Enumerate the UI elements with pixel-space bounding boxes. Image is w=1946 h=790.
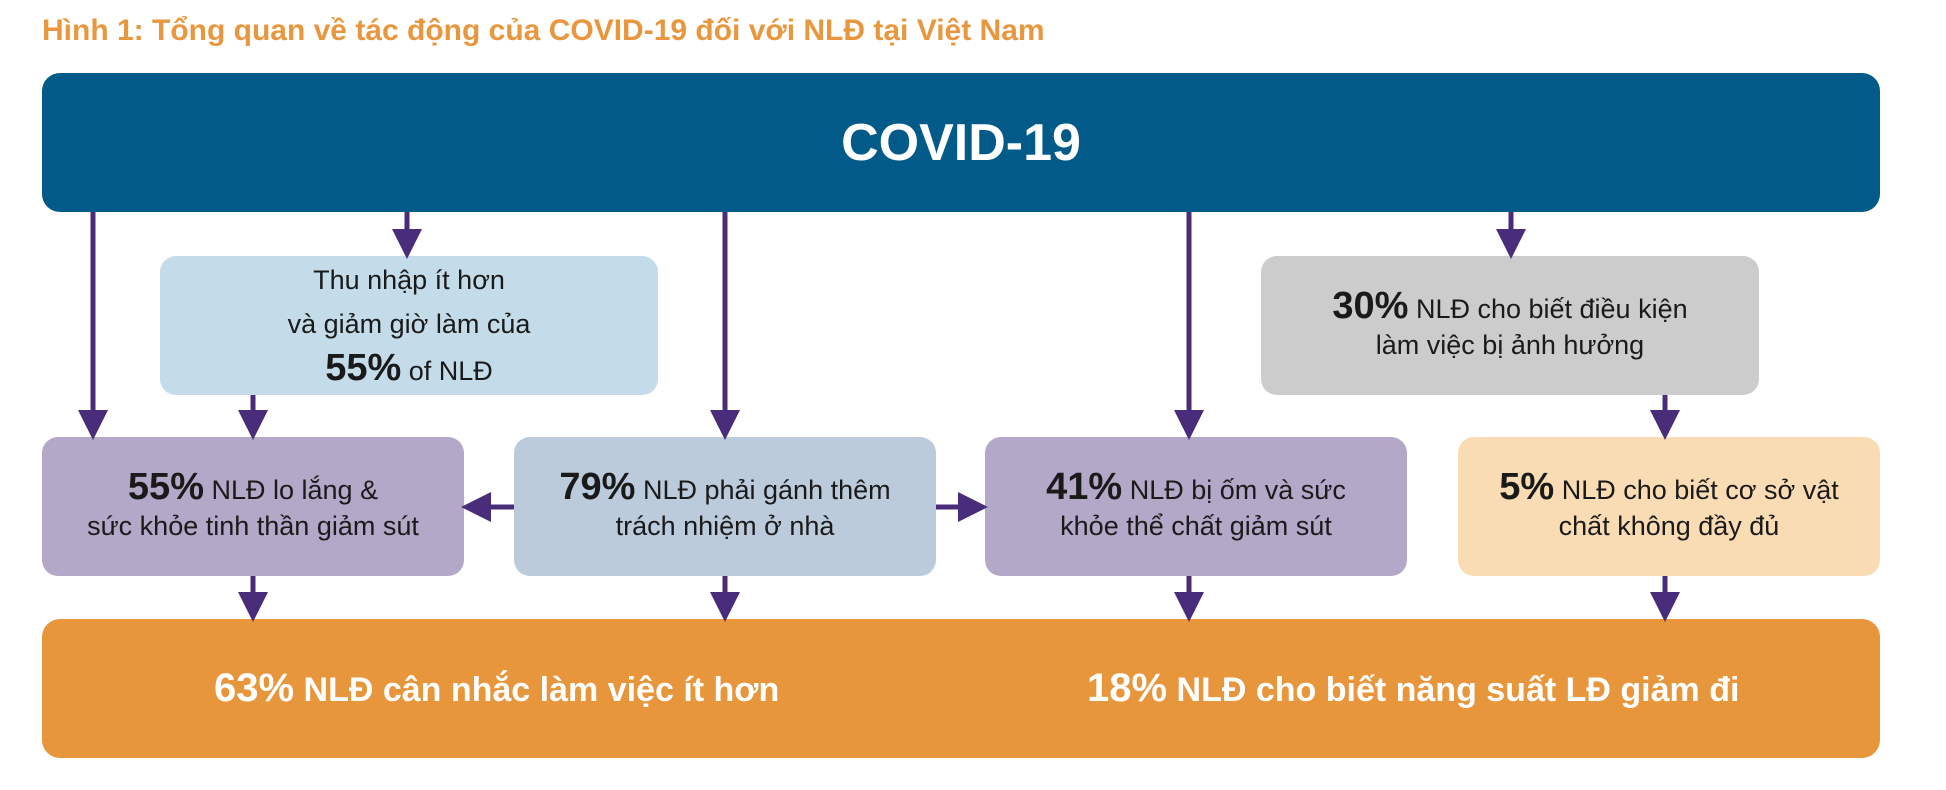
conditions-line1: 30% NLĐ cho biết điều kiện — [1332, 285, 1688, 327]
anxiety-line2: sức khỏe tinh thần giảm sút — [87, 511, 419, 541]
outcome-left-pct: 63% — [214, 665, 295, 710]
income-line1: Thu nhập ít hơn — [313, 265, 505, 295]
facilities-pct: 5% — [1499, 466, 1555, 508]
income-line2: và giảm giờ làm của — [287, 309, 531, 339]
illness-box: 41% NLĐ bị ốm và sức khỏe thể chất giảm … — [985, 437, 1407, 576]
conditions-box: 30% NLĐ cho biết điều kiện làm việc bị ả… — [1261, 256, 1759, 395]
outcome-right-text: NLĐ cho biết năng suất LĐ giảm đi — [1167, 670, 1740, 709]
income-box: Thu nhập ít hơn và giảm giờ làm của 55% … — [160, 256, 658, 395]
covid-label: COVID-19 — [841, 113, 1081, 172]
anxiety-line1: 55% NLĐ lo lắng & — [127, 466, 379, 508]
illness-pct: 41% — [1046, 466, 1123, 508]
outcome-right: 18% NLĐ cho biết năng suất LĐ giảm đi — [1087, 668, 1740, 709]
income-pct: 55% — [325, 347, 402, 389]
illness-text1: NLĐ bị ốm và sức — [1122, 475, 1346, 505]
home-text1: NLĐ phải gánh thêm — [635, 475, 891, 505]
anxiety-box: 55% NLĐ lo lắng & sức khỏe tinh thần giả… — [42, 437, 464, 576]
anxiety-text1: NLĐ lo lắng & — [203, 475, 379, 505]
outcome-box: 63% NLĐ cân nhắc làm việc ít hơn 18% NLĐ… — [42, 619, 1880, 758]
facilities-text1: NLĐ cho biết cơ sở vật — [1554, 475, 1839, 505]
figure-title: Hình 1: Tổng quan về tác động của COVID-… — [42, 14, 1045, 47]
facilities-line2: chất không đầy đủ — [1558, 511, 1780, 541]
outcome-right-pct: 18% — [1087, 665, 1168, 710]
conditions-text1: NLĐ cho biết điều kiện — [1408, 294, 1688, 324]
facilities-box: 5% NLĐ cho biết cơ sở vật chất không đầy… — [1458, 437, 1880, 576]
home-pct: 79% — [559, 466, 636, 508]
income-line3: 55% of NLĐ — [325, 346, 493, 393]
anxiety-pct: 55% — [127, 466, 204, 508]
home-line1: 79% NLĐ phải gánh thêm — [559, 466, 891, 508]
home-box: 79% NLĐ phải gánh thêm trách nhiệm ở nhà — [514, 437, 936, 576]
illness-line2: khỏe thể chất giảm sút — [1060, 511, 1332, 541]
conditions-pct: 30% — [1332, 285, 1409, 327]
home-line2: trách nhiệm ở nhà — [615, 511, 835, 541]
outcome-left: 63% NLĐ cân nhắc làm việc ít hơn — [214, 668, 780, 709]
outcome-left-text: NLĐ cân nhắc làm việc ít hơn — [294, 670, 780, 709]
conditions-line2: làm việc bị ảnh hưởng — [1375, 330, 1645, 360]
illness-line1: 41% NLĐ bị ốm và sức — [1046, 466, 1346, 508]
income-rest: of NLĐ — [401, 356, 493, 386]
facilities-line1: 5% NLĐ cho biết cơ sở vật — [1499, 466, 1839, 508]
covid-box: COVID-19 — [42, 73, 1880, 212]
